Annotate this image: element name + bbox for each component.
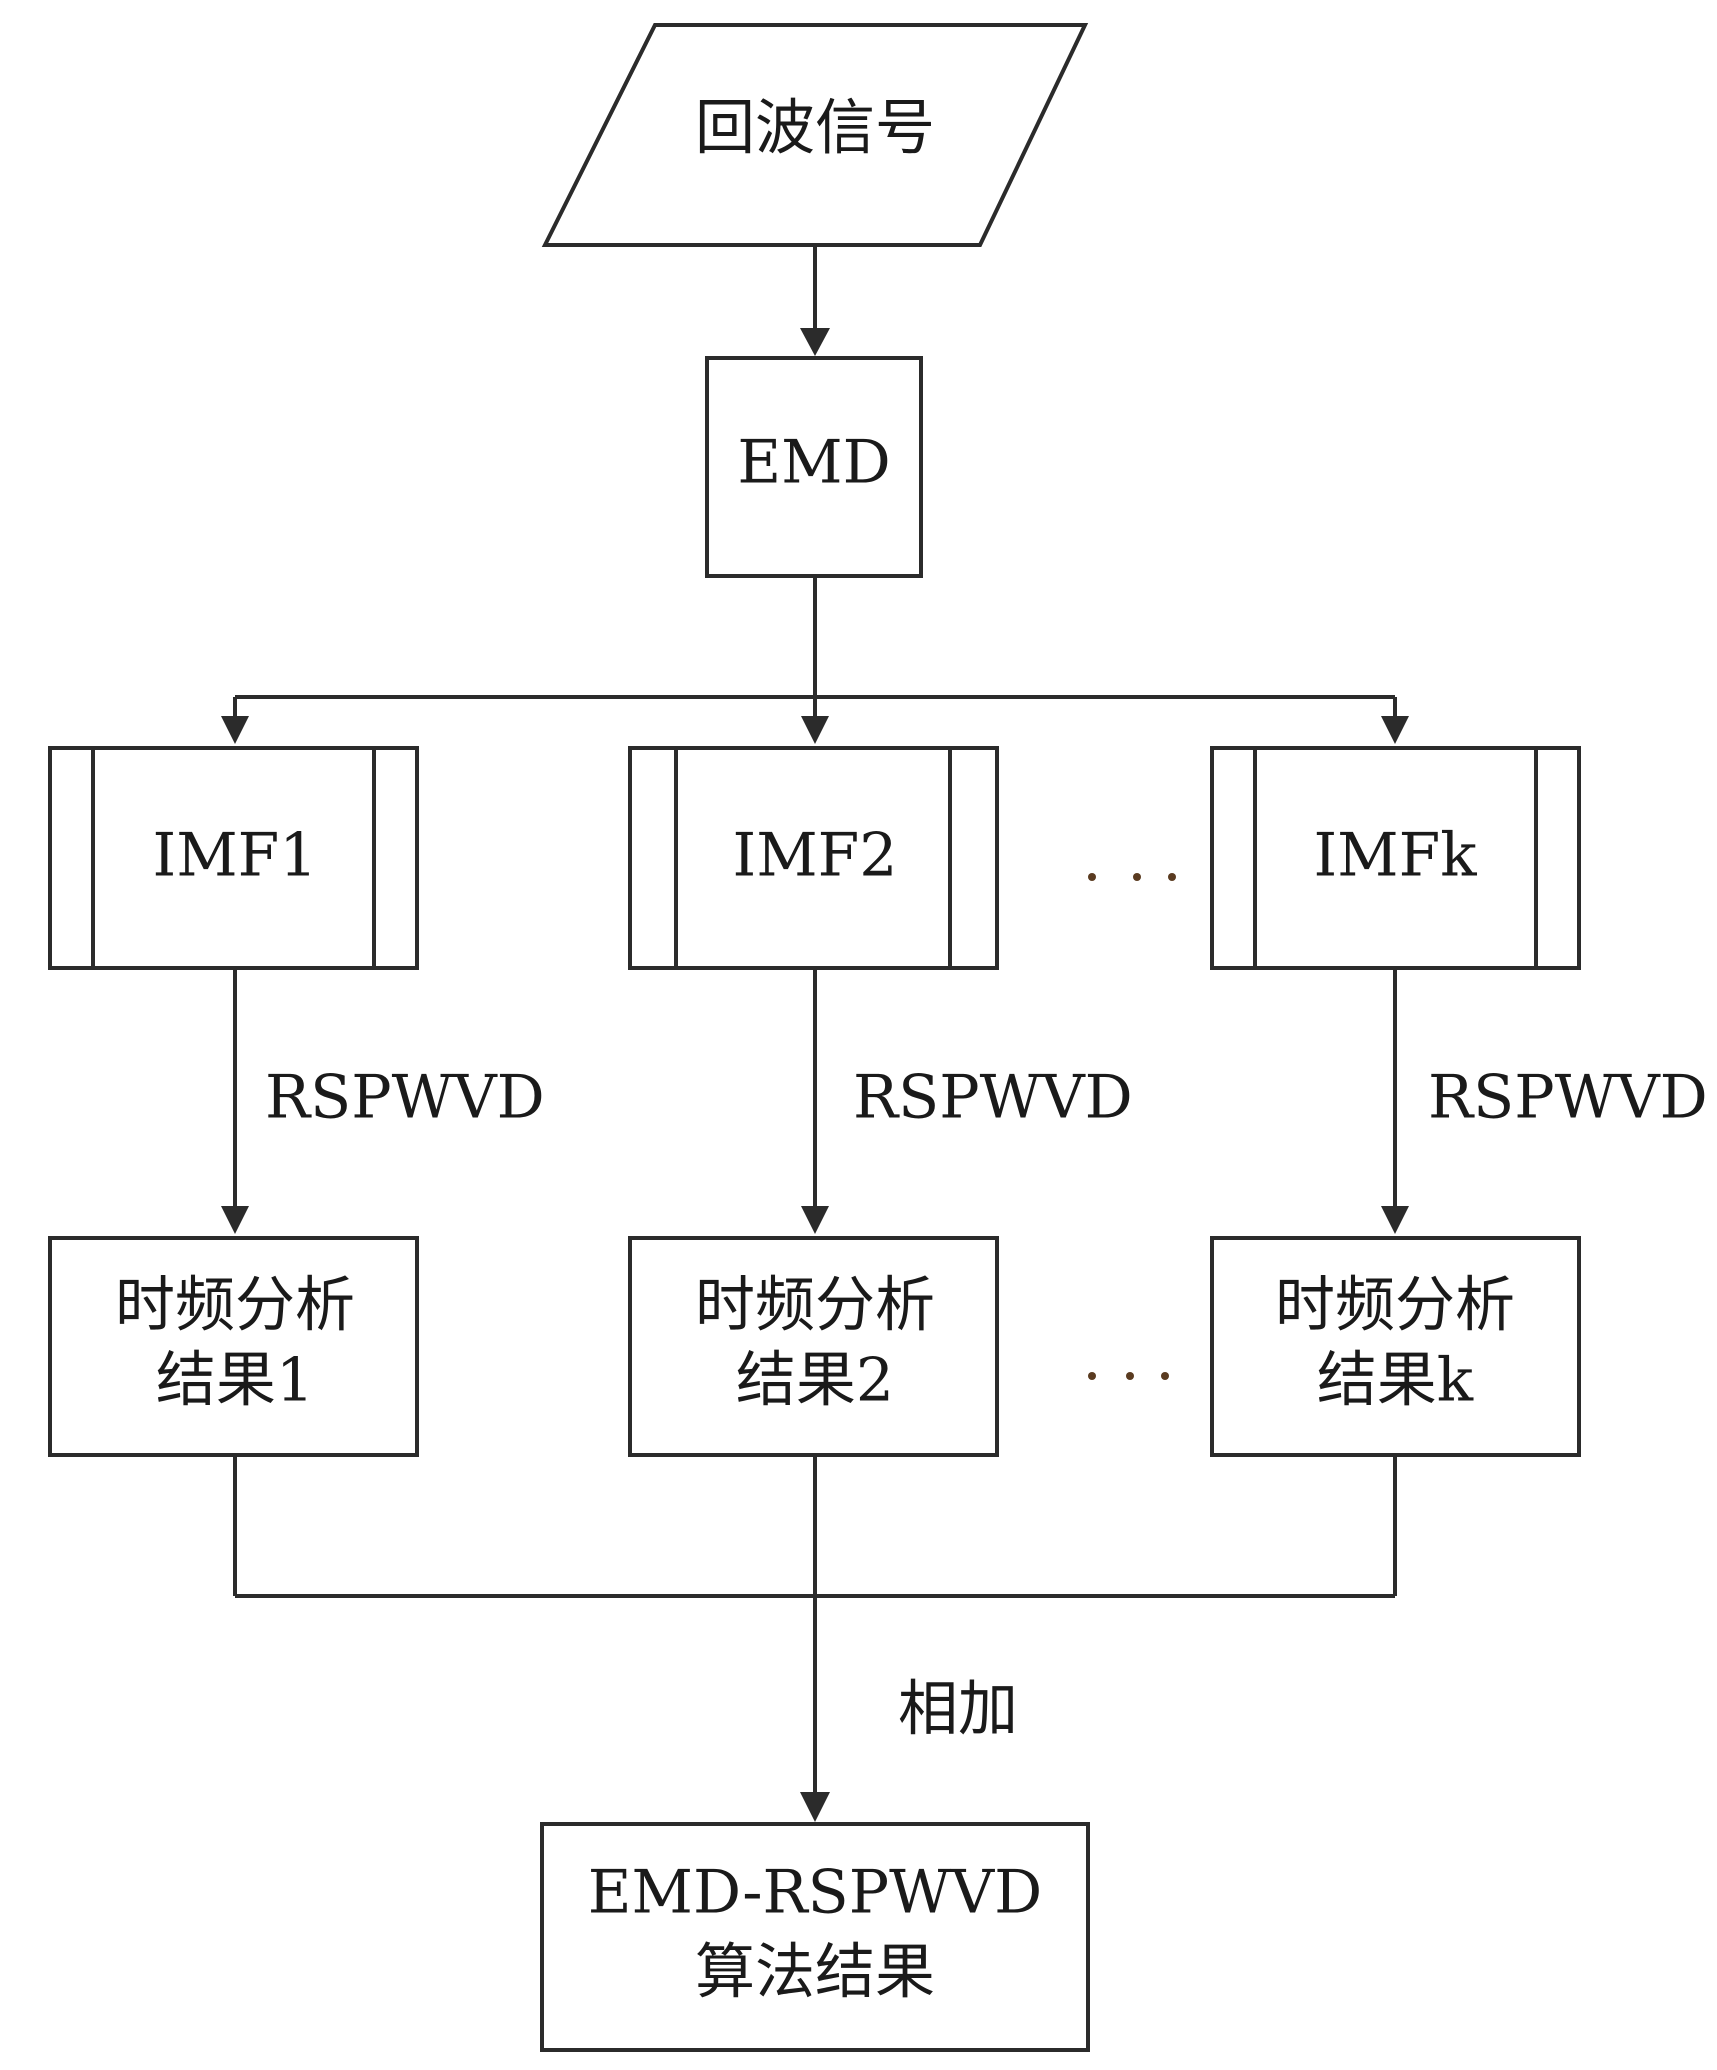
result2-line1: 时频分析	[695, 1271, 935, 1341]
result1-box	[48, 1236, 419, 1457]
arrowhead-result1	[221, 1206, 249, 1234]
resultk-line2: 结果k	[1317, 1346, 1474, 1416]
imf1-box	[48, 746, 419, 970]
result2-box	[628, 1236, 999, 1457]
transform-label-2: RSPWVD	[853, 1063, 1133, 1133]
result2-node: 时频分析 结果2	[628, 1236, 999, 1457]
imf1-node: IMF1	[48, 746, 419, 970]
imfk-node: IMFk	[1210, 746, 1581, 970]
resultk-box	[1210, 1236, 1581, 1457]
emd-node: EMD	[705, 356, 923, 578]
output-box	[540, 1822, 1090, 2052]
arrowhead-input-emd	[800, 328, 830, 356]
ellipsis-imf	[1088, 873, 1176, 881]
resultk-node: 时频分析 结果k	[1210, 1236, 1581, 1457]
input-parallelogram	[541, 23, 1089, 247]
imf2-box	[628, 746, 999, 970]
sum-label: 相加	[898, 1675, 1018, 1745]
arrowhead-result2	[801, 1206, 829, 1234]
imf2-label: IMF2	[733, 821, 898, 891]
arrowhead-imf2	[801, 716, 829, 744]
result2-line2: 结果2	[736, 1346, 894, 1416]
imf2-node: IMF2	[628, 746, 999, 970]
input-label: 回波信号	[695, 94, 935, 164]
transform-label-1: RSPWVD	[265, 1063, 545, 1133]
output-node: EMD-RSPWVD 算法结果	[540, 1822, 1090, 2052]
arrowhead-output	[800, 1792, 830, 1822]
emd-label: EMD	[737, 428, 890, 498]
imfk-box	[1210, 746, 1581, 970]
imf1-label: IMF1	[153, 821, 318, 891]
transform-label-k: RSPWVD	[1428, 1063, 1708, 1133]
imfk-label: IMFk	[1313, 821, 1477, 891]
output-line1: EMD-RSPWVD	[588, 1858, 1042, 1928]
resultk-line1: 时频分析	[1275, 1271, 1515, 1341]
emd-box	[705, 356, 923, 578]
arrowhead-resultk	[1381, 1206, 1409, 1234]
result1-line2: 结果1	[156, 1346, 314, 1416]
arrowhead-imfk	[1381, 716, 1409, 744]
ellipsis-result	[1088, 1372, 1169, 1380]
output-line2: 算法结果	[695, 1938, 935, 2008]
input-node: 回波信号	[541, 23, 1089, 247]
arrowhead-imf1	[221, 716, 249, 744]
result1-line1: 时频分析	[115, 1271, 355, 1341]
result1-node: 时频分析 结果1	[48, 1236, 419, 1457]
